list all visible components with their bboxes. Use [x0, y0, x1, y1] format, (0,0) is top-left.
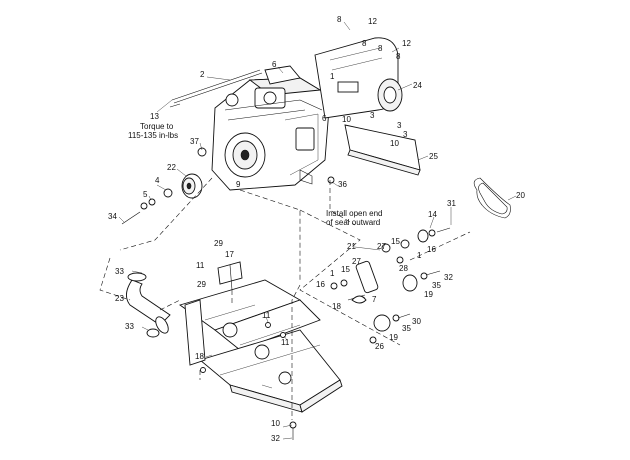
callout-35: 35	[402, 324, 411, 333]
callout-11: 11	[196, 261, 205, 270]
callout-8: 8	[362, 39, 367, 48]
callout-10: 10	[342, 115, 351, 124]
callout-16: 16	[316, 280, 325, 289]
pump-drive-parts	[330, 227, 451, 344]
callout-8: 8	[396, 52, 401, 61]
engine-assembly	[211, 65, 331, 191]
callout-32: 32	[444, 273, 453, 282]
intake-elbow	[126, 272, 171, 338]
callout-19: 19	[389, 333, 398, 342]
callout-8: 8	[337, 15, 342, 24]
callout-9: 9	[236, 180, 241, 189]
callout-27: 27	[352, 257, 361, 266]
callout-34: 34	[108, 212, 117, 221]
seal-note-line1: Install open end	[326, 209, 383, 218]
callout-17: 17	[225, 250, 234, 259]
torque-note-line1: Torque to	[140, 122, 174, 131]
callout-7: 7	[372, 295, 377, 304]
callout-14: 14	[428, 210, 437, 219]
engine-pulley	[121, 147, 335, 225]
assembly-lines	[99, 177, 471, 420]
callout-10: 10	[390, 139, 399, 148]
callout-6: 6	[322, 114, 327, 123]
callout-23: 23	[115, 294, 124, 303]
callout-11: 11	[281, 338, 290, 347]
callout-29: 29	[197, 280, 206, 289]
callout-2: 2	[200, 70, 205, 79]
torque-note-line2: 115-135 in-lbs	[128, 131, 178, 140]
callout-30: 30	[412, 317, 421, 326]
callout-6: 6	[272, 60, 277, 69]
callout-33: 33	[125, 322, 134, 331]
callout-26: 26	[375, 342, 384, 351]
callout-19: 19	[424, 290, 433, 299]
callout-1: 1	[330, 72, 335, 81]
drive-belt	[473, 177, 511, 219]
callout-21: 21	[347, 242, 356, 251]
seal-note-line2: of seal outward	[326, 218, 380, 227]
chassis-frame	[178, 279, 343, 440]
callout-36: 36	[338, 180, 347, 189]
callout-29: 29	[214, 239, 223, 248]
callout-3: 3	[403, 130, 408, 139]
idler-bracket	[217, 261, 243, 291]
callout-11: 11	[262, 311, 271, 320]
callout-15: 15	[391, 237, 400, 246]
callout-24: 24	[413, 81, 422, 90]
callout-8: 8	[378, 44, 383, 53]
callout-22: 22	[167, 163, 176, 172]
callout-28: 28	[399, 264, 408, 273]
callout-31: 31	[447, 199, 456, 208]
callout-33: 33	[115, 267, 124, 276]
callout-25: 25	[429, 152, 438, 161]
callout-18: 18	[195, 352, 204, 361]
callout-3: 3	[397, 121, 402, 130]
leader-lines	[118, 21, 517, 440]
callout-labels: 2 13 37 22 4 5 34 6 9 36 8 12 8 8 12 8 2…	[108, 15, 525, 443]
callout-1: 1	[417, 251, 422, 260]
callout-3: 3	[370, 111, 375, 120]
callout-35: 35	[432, 281, 441, 290]
callout-12: 12	[402, 39, 411, 48]
callout-37: 37	[190, 137, 199, 146]
callout-1: 1	[330, 269, 335, 278]
dipstick-tube	[169, 69, 263, 108]
callout-10: 10	[271, 419, 280, 428]
callout-12: 12	[368, 17, 377, 26]
callout-5: 5	[143, 190, 148, 199]
callout-16: 16	[427, 245, 436, 254]
callout-32: 32	[271, 434, 280, 443]
callout-15: 15	[341, 265, 350, 274]
callout-18: 18	[332, 302, 341, 311]
callout-20: 20	[516, 191, 525, 200]
heat-shield	[344, 124, 421, 176]
muffler	[314, 37, 403, 119]
callout-27: 27	[377, 242, 386, 251]
callout-13: 13	[150, 112, 159, 121]
callout-4: 4	[155, 176, 160, 185]
